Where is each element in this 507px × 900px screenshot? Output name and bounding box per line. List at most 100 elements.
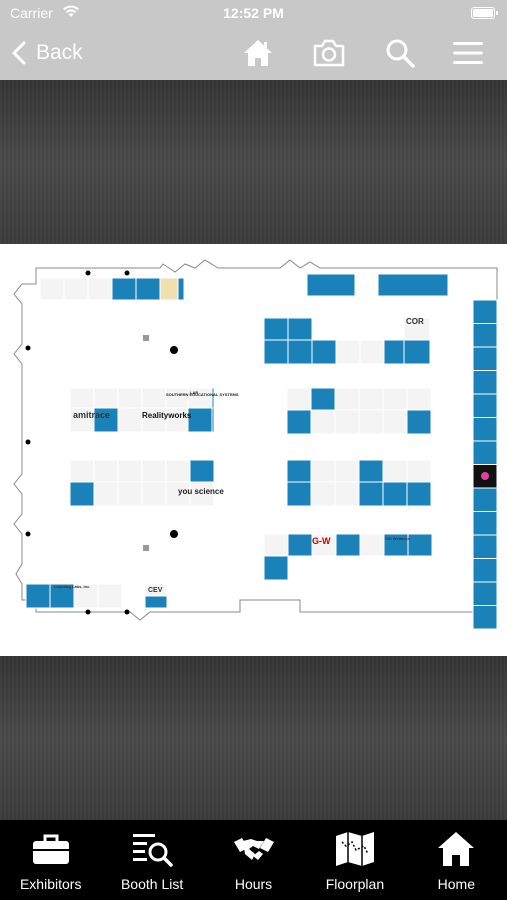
tab-exhibitors[interactable]: Exhibitors — [0, 820, 101, 900]
booth[interactable] — [358, 409, 384, 435]
booth[interactable] — [39, 277, 65, 301]
booth[interactable] — [406, 409, 432, 435]
booth[interactable] — [472, 487, 498, 512]
booth[interactable] — [334, 481, 360, 507]
booth[interactable] — [93, 481, 119, 507]
booth[interactable] — [165, 481, 191, 507]
booth[interactable] — [263, 555, 289, 581]
booth[interactable] — [117, 481, 143, 507]
booth[interactable] — [263, 317, 289, 341]
booth[interactable] — [117, 387, 143, 409]
booth[interactable] — [472, 299, 498, 324]
booth[interactable] — [286, 409, 312, 435]
booth[interactable] — [358, 481, 384, 507]
booth[interactable] — [335, 339, 361, 365]
booth[interactable] — [117, 407, 143, 433]
search-icon[interactable] — [385, 38, 417, 68]
column-marker — [124, 270, 130, 276]
booth[interactable] — [472, 346, 498, 371]
home-icon[interactable] — [242, 38, 274, 68]
booth[interactable] — [334, 409, 360, 435]
booth[interactable] — [359, 339, 385, 365]
booth[interactable] — [311, 339, 337, 365]
booth[interactable] — [382, 387, 408, 411]
booth[interactable] — [403, 339, 431, 365]
tab-floorplan[interactable]: Floorplan — [304, 820, 405, 900]
booth[interactable] — [382, 481, 408, 507]
booth[interactable] — [69, 481, 95, 507]
booth[interactable] — [472, 440, 498, 465]
booth[interactable] — [187, 407, 213, 433]
booth[interactable] — [406, 387, 432, 411]
booth[interactable] — [358, 459, 384, 483]
booth[interactable] — [335, 533, 361, 557]
booth[interactable] — [97, 583, 123, 609]
booth[interactable] — [377, 273, 449, 297]
booth[interactable] — [310, 409, 336, 435]
booth[interactable] — [159, 277, 179, 301]
booth[interactable] — [87, 277, 113, 301]
booth[interactable] — [165, 459, 191, 483]
booth[interactable] — [189, 459, 215, 483]
booth[interactable] — [359, 533, 385, 557]
booth[interactable] — [287, 317, 313, 341]
booth[interactable] — [310, 459, 336, 483]
booth[interactable] — [141, 387, 167, 409]
booth[interactable] — [310, 481, 336, 507]
column-marker — [124, 609, 130, 615]
booth[interactable] — [472, 323, 498, 348]
booth[interactable] — [286, 387, 312, 411]
booth[interactable] — [189, 481, 215, 507]
booth[interactable] — [406, 481, 432, 507]
pillar-marker — [143, 545, 149, 551]
booth[interactable] — [286, 481, 312, 507]
tab-booth-list[interactable]: Booth List — [101, 820, 202, 900]
camera-icon[interactable] — [312, 38, 345, 68]
booth[interactable] — [69, 459, 95, 483]
map-icon — [334, 830, 376, 868]
booth[interactable] — [472, 605, 498, 630]
booth[interactable] — [358, 387, 384, 411]
booth[interactable] — [141, 459, 167, 483]
booth[interactable] — [93, 459, 119, 483]
booth[interactable] — [472, 393, 498, 418]
booth[interactable] — [334, 459, 360, 483]
booth[interactable] — [406, 459, 432, 483]
booth[interactable] — [382, 409, 408, 435]
booth[interactable] — [334, 387, 360, 411]
booth[interactable] — [73, 583, 99, 609]
booth[interactable] — [263, 339, 289, 365]
booth[interactable] — [69, 387, 95, 409]
booth[interactable] — [310, 387, 336, 411]
booth[interactable] — [165, 387, 191, 409]
booth[interactable] — [287, 533, 313, 557]
menu-icon[interactable] — [452, 38, 484, 68]
booth[interactable] — [382, 459, 408, 483]
tab-label-hours: Hours — [234, 876, 273, 892]
booth[interactable] — [287, 339, 313, 365]
booth[interactable] — [111, 277, 137, 301]
booth[interactable] — [63, 277, 89, 301]
tab-home[interactable]: Home — [406, 820, 507, 900]
booth[interactable] — [263, 533, 289, 557]
booth[interactable] — [135, 277, 161, 301]
booth[interactable] — [117, 459, 143, 483]
booth[interactable] — [407, 533, 433, 557]
booth[interactable] — [472, 417, 498, 442]
booth[interactable] — [472, 534, 498, 559]
booth[interactable] — [25, 583, 51, 609]
tab-hours[interactable]: Hours — [203, 820, 304, 900]
booth[interactable] — [141, 481, 167, 507]
booth[interactable] — [144, 595, 168, 609]
back-button[interactable]: Back — [12, 38, 83, 68]
booth[interactable] — [472, 558, 498, 583]
booth[interactable] — [472, 370, 498, 395]
booth[interactable] — [286, 459, 312, 483]
booth[interactable] — [472, 581, 498, 606]
booth[interactable] — [472, 511, 498, 536]
chevron-left-icon — [12, 41, 26, 65]
booth[interactable] — [306, 273, 356, 297]
booth[interactable] — [93, 387, 119, 409]
booth[interactable] — [165, 407, 191, 433]
